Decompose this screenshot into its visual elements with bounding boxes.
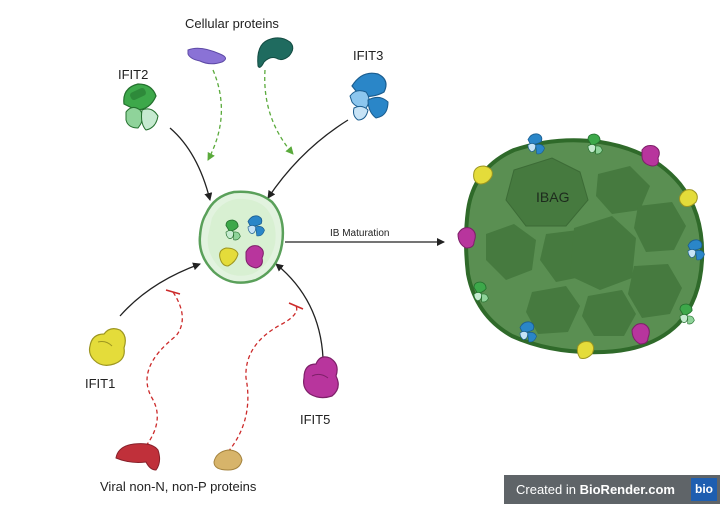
cellular-arrow-1 <box>207 69 222 161</box>
ifit5-label: IFIT5 <box>300 412 331 427</box>
ifit3-label: IFIT3 <box>353 48 384 63</box>
ifit2-arrow <box>169 127 213 201</box>
ifit1-label: IFIT1 <box>85 376 116 391</box>
inclusion-body-icon <box>198 190 285 284</box>
ifit1-arrow <box>119 262 201 317</box>
watermark-prefix: Created in <box>516 482 576 497</box>
ifit3-protein-icon <box>349 72 389 121</box>
ifit2-protein-icon <box>123 83 159 131</box>
cellular-protein-teal-icon <box>257 37 294 68</box>
biorender-watermark[interactable]: Created in BioRender.com bio <box>504 475 720 504</box>
biorender-logo-icon: bio <box>691 478 717 501</box>
viral-protein-tan-icon <box>213 449 243 471</box>
ifit3-arrow <box>267 119 349 199</box>
ifit5-protein-icon <box>303 356 339 399</box>
watermark-brand: BioRender.com <box>579 482 675 497</box>
cellular-proteins-label: Cellular proteins <box>185 16 279 31</box>
cellular-arrow-2 <box>264 69 294 155</box>
ibag-icon <box>457 133 705 359</box>
viral-inhibition-2 <box>227 305 298 453</box>
watermark-text: Created in BioRender.com <box>516 482 675 497</box>
ifit2-label: IFIT2 <box>118 67 149 82</box>
ifit1-protein-icon <box>88 328 126 366</box>
viral-protein-red-icon <box>115 443 161 471</box>
cellular-protein-purple-icon <box>187 47 226 65</box>
viral-inhibition-1 <box>145 291 183 447</box>
ibag-label: IBAG <box>536 189 570 205</box>
viral-proteins-label: Viral non-N, non-P proteins <box>100 479 257 494</box>
ib-maturation-label: IB Maturation <box>330 228 390 239</box>
ifit5-arrow <box>275 263 324 359</box>
